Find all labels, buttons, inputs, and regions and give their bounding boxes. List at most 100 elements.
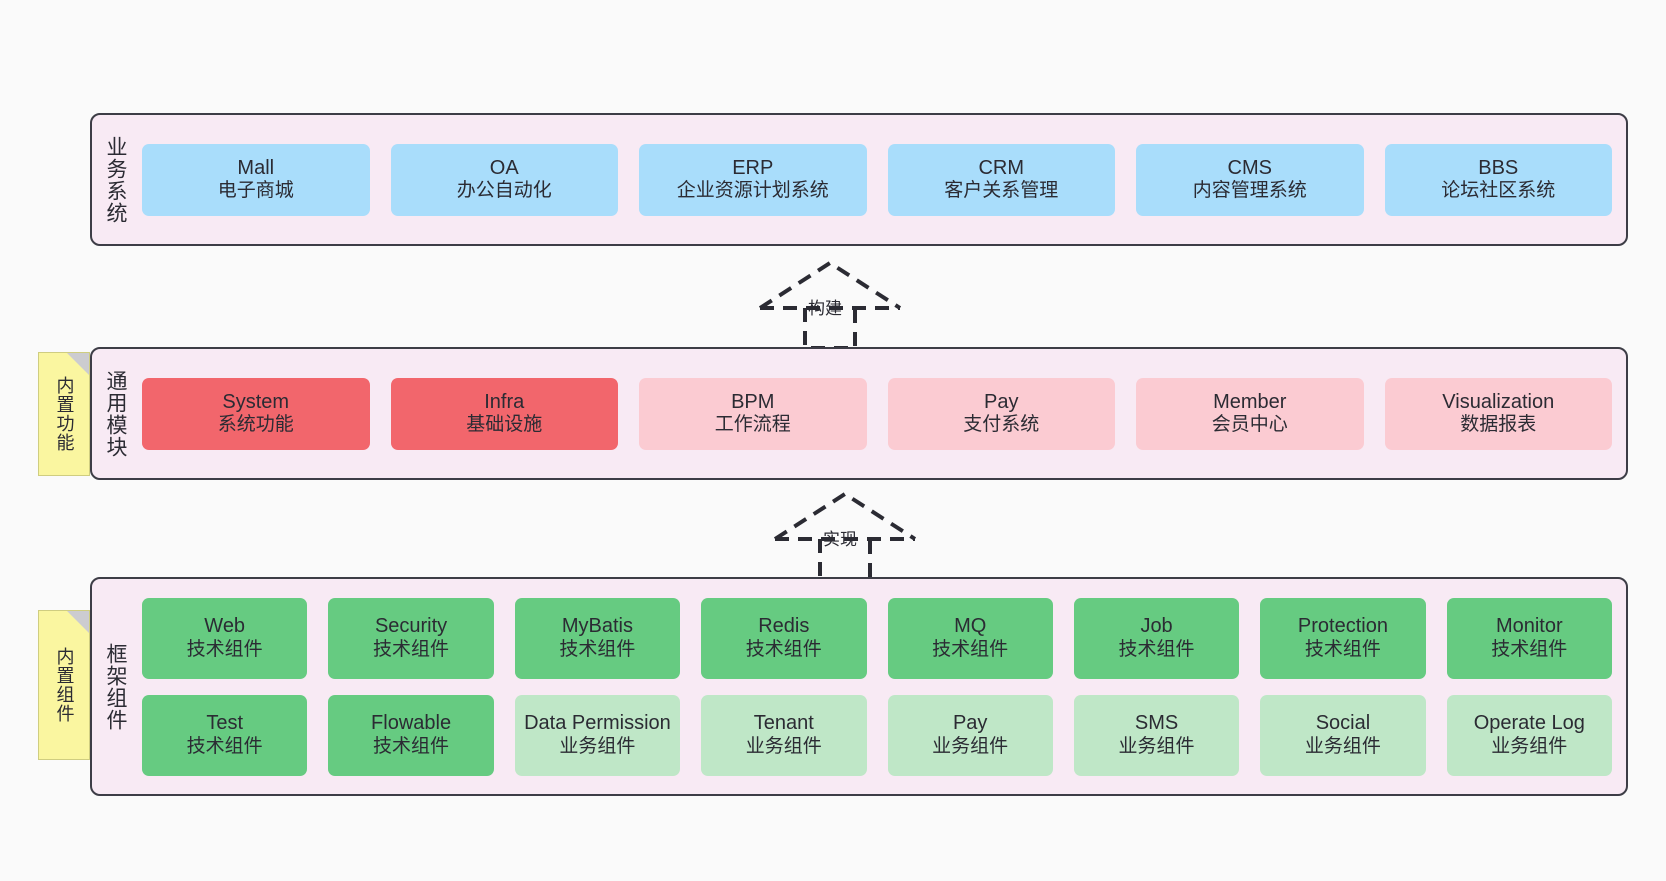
box-row: Test 技术组件 Flowable 技术组件 Data Permission … [142,694,1612,776]
box-title-en: OA [489,156,519,179]
box-title-en: Pay [952,712,988,734]
box-title-en: CRM [978,156,1025,179]
box-title-cn: 技术组件 [1491,638,1568,660]
box-erp[interactable]: ERP 企业资源计划系统 [639,143,867,216]
box-title-cn: 技术组件 [373,638,450,660]
box-title-en: MyBatis [561,615,633,637]
box-title-en: Pay [984,390,1019,413]
box-title-en: Test [206,712,244,734]
box-social[interactable]: Social 业务组件 [1260,694,1426,776]
box-title-en: ERP [732,156,774,179]
box-title-cn: 业务组件 [1118,735,1195,757]
box-member[interactable]: Member 会员中心 [1136,377,1364,450]
box-row: Web 技术组件 Security 技术组件 MyBatis 技术组件 Redi… [142,597,1612,679]
box-title-en: Redis [758,615,810,637]
box-tenant[interactable]: Tenant 业务组件 [701,694,867,776]
box-title-cn: 技术组件 [186,638,263,660]
box-title-en: Operate Log [1473,712,1585,734]
box-web[interactable]: Web 技术组件 [142,597,308,679]
box-mybatis[interactable]: MyBatis 技术组件 [514,597,681,679]
layer-body-common-modules: System 系统功能 Infra 基础设施 BPM 工作流程 Pay 支付系统… [138,349,1626,478]
box-sms[interactable]: SMS 业务组件 [1073,694,1240,776]
box-title-en: Member [1213,390,1287,413]
box-title-en: Data Permission [524,712,671,734]
layer-title-framework-components: 框架组件 [103,642,127,731]
note-label: 内置功能 [54,376,75,452]
box-title-cn: 技术组件 [559,638,636,660]
arrow-label-build: 构建 [808,299,842,318]
box-title-en: Web [204,615,246,637]
box-title-cn: 业务组件 [932,735,1009,757]
box-title-cn: 技术组件 [1304,638,1381,660]
box-title-cn: 技术组件 [932,638,1009,660]
box-title-en: SMS [1134,712,1179,734]
box-title-en: BPM [731,390,775,413]
note-label: 内置组件 [54,647,75,723]
box-protection[interactable]: Protection 技术组件 [1260,597,1426,679]
box-title-cn: 业务组件 [1491,735,1568,757]
note-builtin-functions: 内置功能 [38,352,90,476]
layer-body-framework-components: Web 技术组件 Security 技术组件 MyBatis 技术组件 Redi… [138,579,1626,794]
box-title-en: Mall [237,156,275,179]
folded-corner-icon [67,353,89,375]
layer-body-business-systems: Mall 电子商城 OA 办公自动化 ERP 企业资源计划系统 CRM 客户关系… [138,115,1626,244]
box-monitor[interactable]: Monitor 技术组件 [1446,597,1612,679]
box-infra[interactable]: Infra 基础设施 [390,377,618,450]
box-title-cn: 论坛社区系统 [1441,180,1556,202]
box-title-cn: 业务组件 [1304,735,1381,757]
box-mall[interactable]: Mall 电子商城 [142,143,370,216]
box-pay-business[interactable]: Pay 业务组件 [887,694,1053,776]
arrow-label-implement: 实现 [823,530,857,549]
layer-title-business-systems: 业务系统 [103,135,127,224]
box-title-en: Protection [1297,615,1388,637]
box-job[interactable]: Job 技术组件 [1073,597,1240,679]
box-title-cn: 企业资源计划系统 [676,180,829,202]
box-crm[interactable]: CRM 客户关系管理 [887,143,1115,216]
box-title-cn: 客户关系管理 [944,180,1059,202]
box-test[interactable]: Test 技术组件 [142,694,308,776]
box-title-en: Flowable [371,712,452,734]
box-operate-log[interactable]: Operate Log 业务组件 [1446,694,1612,776]
box-row: Mall 电子商城 OA 办公自动化 ERP 企业资源计划系统 CRM 客户关系… [142,143,1612,216]
box-bpm[interactable]: BPM 工作流程 [639,377,867,450]
box-mq[interactable]: MQ 技术组件 [887,597,1053,679]
box-title-en: Job [1140,615,1173,637]
box-title-cn: 技术组件 [745,638,822,660]
arrow-build: 构建 [755,258,905,350]
box-cms[interactable]: CMS 内容管理系统 [1136,143,1364,216]
box-title-en: Tenant [753,712,814,734]
box-title-cn: 数据报表 [1460,414,1537,436]
box-title-cn: 支付系统 [963,414,1040,436]
box-title-cn: 工作流程 [714,414,791,436]
box-security[interactable]: Security 技术组件 [328,597,494,679]
box-title-cn: 技术组件 [186,735,263,757]
note-builtin-components: 内置组件 [38,610,90,760]
arrow-implement: 实现 [770,489,920,581]
layer-common-modules: 通用模块 System 系统功能 Infra 基础设施 BPM 工作流程 Pay… [90,347,1628,480]
box-title-en: CMS [1227,156,1272,179]
box-data-permission[interactable]: Data Permission 业务组件 [514,694,681,776]
box-bbs[interactable]: BBS 论坛社区系统 [1384,143,1612,216]
box-oa[interactable]: OA 办公自动化 [390,143,618,216]
box-title-cn: 系统功能 [217,414,294,436]
box-flowable[interactable]: Flowable 技术组件 [328,694,494,776]
box-title-cn: 内容管理系统 [1192,180,1307,202]
box-visualization[interactable]: Visualization 数据报表 [1384,377,1612,450]
box-title-cn: 业务组件 [745,735,822,757]
box-pay[interactable]: Pay 支付系统 [887,377,1115,450]
box-redis[interactable]: Redis 技术组件 [701,597,867,679]
folded-corner-icon [67,611,89,633]
generalization-arrow-icon [758,260,902,350]
box-system[interactable]: System 系统功能 [142,377,370,450]
box-title-en: Visualization [1442,390,1555,413]
box-title-en: MQ [954,615,987,637]
layer-framework-components: 框架组件 Web 技术组件 Security 技术组件 MyBatis 技术组件… [90,577,1628,796]
box-title-cn: 基础设施 [466,414,543,436]
box-title-en: BBS [1478,156,1519,179]
box-title-en: Social [1315,712,1371,734]
box-title-cn: 业务组件 [559,735,636,757]
box-row: System 系统功能 Infra 基础设施 BPM 工作流程 Pay 支付系统… [142,377,1612,450]
box-title-cn: 办公自动化 [456,180,552,202]
box-title-cn: 技术组件 [1118,638,1195,660]
